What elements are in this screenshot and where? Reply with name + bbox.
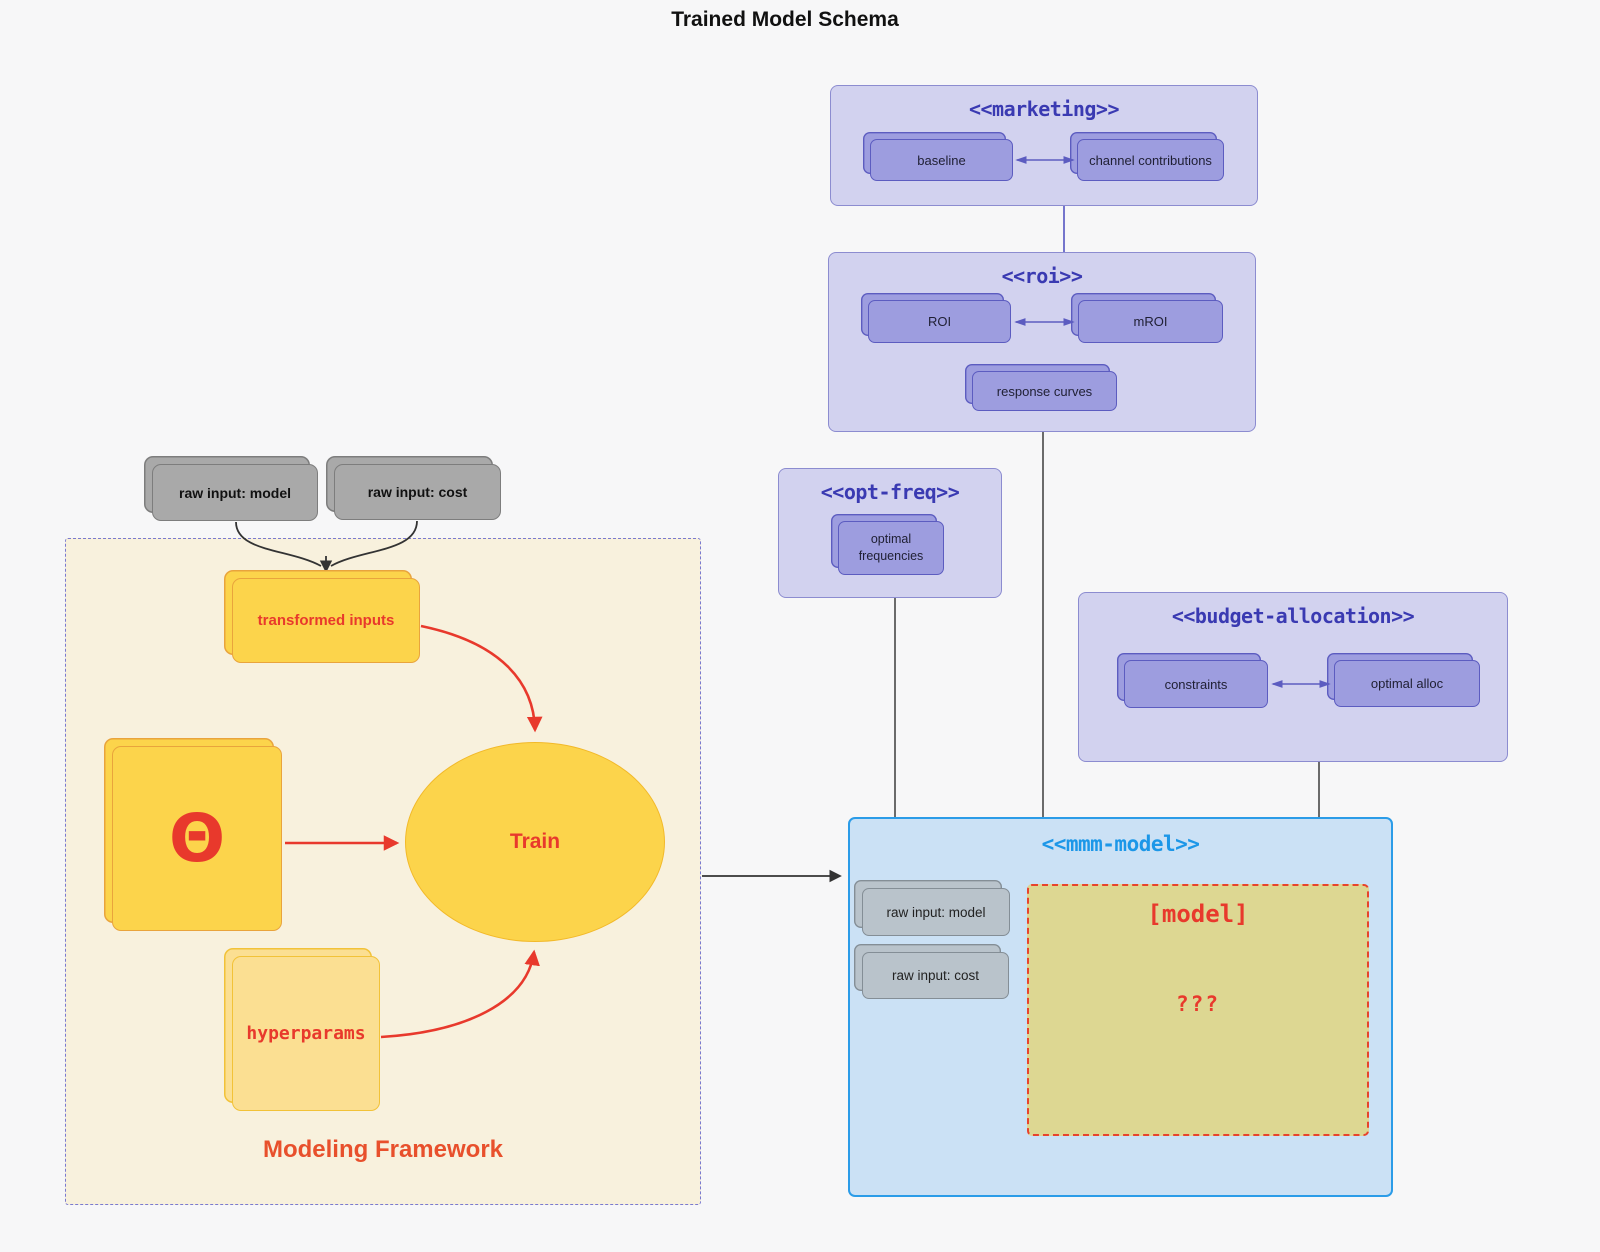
node-response-curves: response curves <box>972 371 1117 411</box>
node-hyperparams-label: hyperparams <box>246 1023 366 1044</box>
node-optimal-alloc-label: optimal alloc <box>1370 676 1444 691</box>
node-roi: ROI <box>868 300 1011 343</box>
node-constraints: constraints <box>1124 660 1268 708</box>
node-baseline: baseline <box>870 139 1013 181</box>
node-mmm-raw-input-model: raw input: model <box>862 888 1010 936</box>
node-hyperparams: hyperparams <box>232 956 380 1111</box>
node-optimal-frequencies: optimal frequencies <box>838 521 944 575</box>
diagram-title: Trained Model Schema <box>671 8 899 31</box>
node-channel-contributions-label: channel contributions <box>1089 152 1212 168</box>
framework-label: Modeling Framework <box>262 1136 504 1163</box>
node-train-label: Train <box>509 830 561 853</box>
namespace-marketing-title: <<marketing>> <box>968 97 1120 121</box>
model-box-unknown: ??? <box>1176 992 1220 1016</box>
node-mmm-raw-input-cost-label: raw input: cost <box>891 968 980 983</box>
node-transformed-inputs-label: transformed inputs <box>257 612 395 629</box>
node-transformed-inputs: transformed inputs <box>232 578 420 663</box>
node-response-curves-label: response curves <box>996 383 1093 399</box>
node-raw-input-cost: raw input: cost <box>334 464 501 520</box>
edge-roi-mroi <box>1014 318 1075 326</box>
node-mmm-raw-input-model-label: raw input: model <box>886 904 986 920</box>
connector-budget-mmm <box>1318 762 1320 817</box>
namespace-budget-allocation-title: <<budget-allocation>> <box>1171 604 1415 628</box>
node-raw-input-cost-label: raw input: cost <box>367 484 468 500</box>
node-constraints-label: constraints <box>1164 676 1228 692</box>
connector-roi-mmm <box>1042 432 1044 817</box>
connector-marketing-roi <box>1063 206 1065 252</box>
theta-symbol: Θ <box>168 799 226 877</box>
node-theta: Θ <box>112 746 282 931</box>
node-raw-input-model-label: raw input: model <box>179 484 291 501</box>
node-model-dashed-box: [model] ??? <box>1027 884 1369 1136</box>
namespace-roi-title: <<roi>> <box>1001 264 1083 288</box>
namespace-opt-freq-title: <<opt-freq>> <box>820 480 960 504</box>
edge-baseline-channel <box>1015 156 1075 164</box>
node-mmm-raw-input-cost: raw input: cost <box>862 952 1009 999</box>
node-mroi-label: mROI <box>1133 314 1168 329</box>
model-box-title: [model] <box>1147 900 1249 928</box>
node-mroi: mROI <box>1078 300 1223 343</box>
node-baseline-label: baseline <box>917 152 966 168</box>
node-train: Train <box>405 742 665 942</box>
node-optimal-frequencies-label: optimal frequencies <box>858 532 924 563</box>
node-roi-label: ROI <box>927 314 952 329</box>
node-raw-input-model: raw input: model <box>152 464 318 521</box>
namespace-mmm-model-title: <<mmm-model>> <box>1041 832 1200 856</box>
node-channel-contributions: channel contributions <box>1077 139 1224 181</box>
edge-constraints-optimalalloc <box>1271 680 1331 688</box>
node-optimal-alloc: optimal alloc <box>1334 660 1480 707</box>
connector-optfreq-mmm <box>894 598 896 817</box>
